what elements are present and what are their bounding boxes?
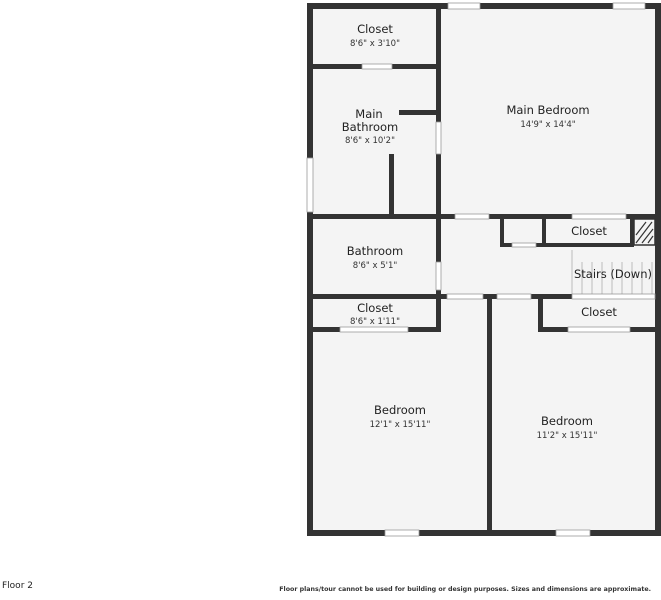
room-name-closet-right: Closet (581, 305, 617, 319)
room-name-main-bathroom-2: Bathroom (342, 120, 398, 134)
window-main-bathroom (306, 157, 314, 213)
door-bedroom-right (496, 293, 532, 300)
room-name-closet-left: Closet (357, 301, 393, 315)
room-name-main-bedroom: Main Bedroom (506, 103, 589, 117)
window-top-right (612, 2, 646, 10)
room-dims-bedroom-right: 11'2" x 15'11" (537, 431, 598, 441)
floor-area (310, 5, 657, 533)
disclaimer: Floor plans/tour cannot be used for buil… (279, 586, 651, 593)
door-stairs (571, 293, 656, 300)
room-name-bathroom: Bathroom (347, 244, 403, 258)
door-hall-closet-top (571, 213, 627, 220)
door-hall-top (454, 213, 490, 220)
room-dims-main-bathroom: 8'6" x 10'2" (345, 136, 395, 146)
room-name-stairs: Stairs (Down) (574, 267, 652, 281)
door-closet-right (567, 326, 631, 333)
room-name-bedroom-right: Bedroom (541, 414, 593, 428)
window-bedroom-left (384, 529, 420, 537)
room-name-bedroom-left: Bedroom (374, 403, 426, 417)
window-top-left (447, 2, 481, 10)
window-bedroom-right (555, 529, 591, 537)
room-name-main-bathroom-1: Main (355, 107, 382, 121)
floor-label: Floor 2 (2, 581, 33, 591)
room-name-closet-top: Closet (357, 22, 393, 36)
door-closet-top (361, 63, 393, 70)
room-dims-bedroom-left: 12'1" x 15'11" (370, 420, 431, 430)
door-closet-left (339, 326, 409, 333)
stair-treads (571, 250, 653, 294)
room-dims-main-bedroom: 14'9" x 14'4" (520, 120, 575, 130)
room-name-closet-hall: Closet (571, 224, 607, 238)
room-dims-closet-top: 8'6" x 3'10" (350, 39, 400, 49)
stair-hatch (635, 221, 654, 244)
room-dims-closet-left: 8'6" x 1'11" (350, 317, 400, 327)
room-dims-bathroom: 8'6" x 5'1" (353, 261, 398, 271)
door-bedroom-left (446, 293, 484, 300)
openings (306, 2, 656, 537)
door-hall-closet-bottom (511, 242, 537, 248)
door-bathroom (435, 261, 442, 291)
door-main-bathroom (435, 121, 442, 155)
